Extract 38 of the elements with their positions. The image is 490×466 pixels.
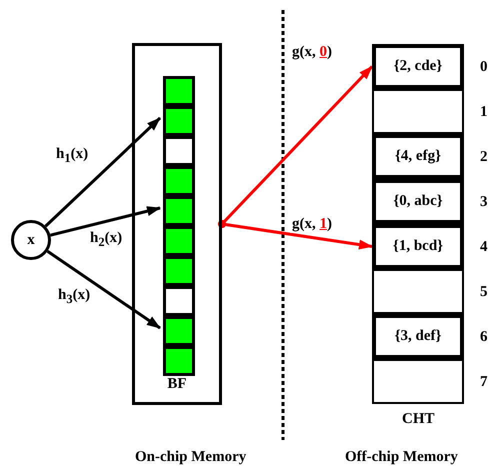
arrow xyxy=(218,220,373,250)
arrow xyxy=(44,116,162,228)
bit-cell xyxy=(163,316,195,346)
arrow xyxy=(50,206,161,237)
table-slot: {0, abc} xyxy=(372,179,464,224)
table-slot xyxy=(372,359,464,404)
bit-cell xyxy=(163,106,195,136)
bit-cell xyxy=(163,196,195,226)
slot-index: 7 xyxy=(480,374,488,390)
bit-cell xyxy=(163,226,195,256)
table-slot: {3, def} xyxy=(372,314,464,359)
slot-index: 5 xyxy=(480,284,488,300)
slot-index: 0 xyxy=(480,60,488,74)
table-slot xyxy=(372,89,464,134)
filter-box xyxy=(132,43,222,405)
table-slot: {2, cde} xyxy=(372,44,464,89)
slot-index: 4 xyxy=(480,240,488,254)
slot-index: 6 xyxy=(480,330,488,344)
table-slot xyxy=(372,269,464,314)
bit-cell xyxy=(163,166,195,196)
bit-cell xyxy=(163,256,195,286)
edge-label: g(x, 0) xyxy=(290,44,334,60)
table-slot: {1, bcd} xyxy=(372,224,464,269)
bit-cell xyxy=(163,346,195,376)
slot-index: 3 xyxy=(480,194,488,210)
input-circle: x xyxy=(11,220,51,260)
region-caption: On-chip Memory xyxy=(135,450,246,465)
slot-index: 1 xyxy=(480,104,488,120)
table-caption: CHT xyxy=(402,412,435,427)
edge-label: g(x, 1) xyxy=(290,216,334,232)
arrow xyxy=(46,250,161,330)
table-slot: {4, efg} xyxy=(372,134,464,179)
region-caption: Off-chip Memory xyxy=(345,450,458,465)
slot-index: 2 xyxy=(480,150,488,164)
bit-cell xyxy=(163,286,195,316)
bit-cell xyxy=(163,76,195,106)
box-label: BF xyxy=(166,377,188,392)
bit-cell xyxy=(163,136,195,166)
